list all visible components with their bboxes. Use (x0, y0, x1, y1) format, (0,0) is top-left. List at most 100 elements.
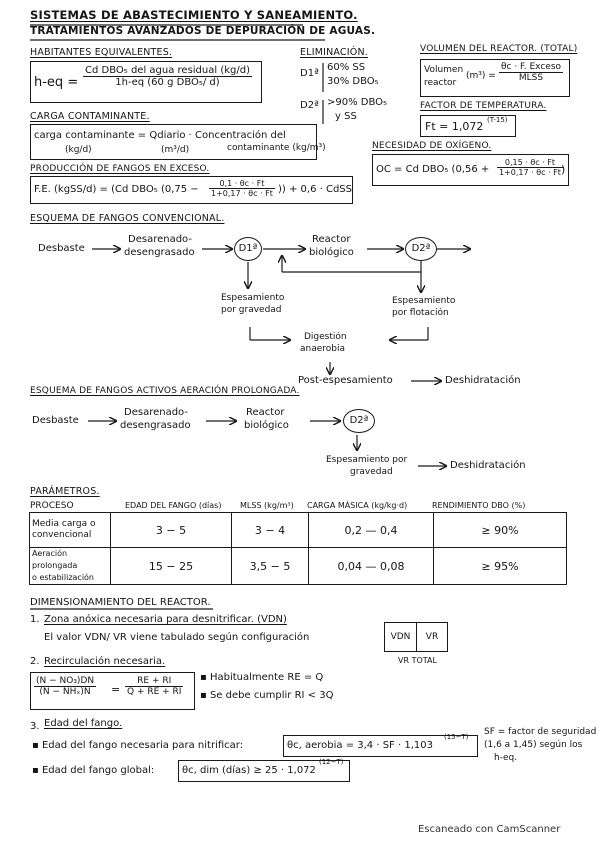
vr-box-label: VR TOTAL (398, 656, 437, 665)
esquema1-reactor-1: Reactor (312, 234, 351, 245)
dim-bullet2: ▪ Se debe cumplir RI < 3Q (200, 690, 334, 701)
param-col-carga: CARGA MÁSICA (kg/kg·d) (307, 501, 408, 510)
dim-item3-num: 3. (30, 721, 40, 732)
param-col-edad: EDAD DEL FANGO (días) (125, 501, 222, 510)
esquema2-reactor-1: Reactor (246, 407, 285, 418)
oxigeno-numerator: 0,15 · θc · Ft (497, 158, 563, 168)
fangos-numerator: 0,1 · θc · Ft (209, 179, 275, 189)
recirc-left-den: (N − NHₓ)N (39, 687, 91, 697)
carga-right: contaminante (kg/m³) (227, 143, 326, 153)
dim-edad-necesaria: ▪ Edad del fango necesaria para nitrific… (32, 740, 244, 751)
param-row1-proceso-2: convencional (32, 530, 92, 540)
habitantes-numerator: Cd DBO₅ del agua residual (kg/d) (83, 65, 252, 77)
dim-item1-title: Zona anóxica necesaria para desnitrifica… (44, 614, 287, 625)
esquema2-reactor-2: biológico (244, 420, 289, 431)
eliminacion-d2-label: D2ª (300, 100, 319, 111)
vr-box-vr: VR (425, 632, 439, 642)
esquema1-esp-grav-1: Espesamiento (221, 293, 285, 303)
dim-item1-num: 1. (30, 614, 40, 625)
eliminacion-d1-label: D1ª (300, 68, 319, 79)
page-title: SISTEMAS DE ABASTECIMIENTO Y SANEAMIENTO… (30, 8, 358, 22)
factor-formula: Ft = 1,072 (425, 120, 484, 133)
eliminacion-heading: ELIMINACIÓN. (300, 47, 368, 58)
esquema2-esp-2: gravedad (350, 467, 393, 477)
volumen-fraction: θc · F. Exceso MLSS (499, 62, 564, 83)
esquema1-d1-label: D1ª (238, 243, 258, 254)
eliminacion-d1-line2: 30% DBO₅ (327, 76, 379, 87)
oxigeno-fraction: 0,15 · θc · Ft 1+0,17 · θc · Ft (497, 157, 563, 177)
esquema2-esp-1: Espesamiento por (326, 455, 408, 465)
oxigeno-denominator: 1+0,17 · θc · Ft (499, 168, 561, 177)
esquema1-desarenado-1: Desarenado- (128, 234, 192, 245)
param-row1-proceso-1: Media carga o (32, 519, 96, 529)
esquema2-desarenado-1: Desarenado- (124, 407, 188, 418)
esquema1-digestion-1: Digestión (304, 332, 347, 342)
volumen-lhs-line1: Volumen (424, 65, 464, 75)
carga-left: carga contaminante = Qdiario · Concentra… (34, 130, 286, 141)
esquema2-d2-label: D2ª (349, 415, 369, 426)
sf-note-3: h-eq. (494, 753, 518, 763)
oxigeno-formula-box: OC = Cd DBO₅ (0,56 + 0,15 · θc · Ft 1+0,… (372, 154, 569, 186)
recirc-eq: = (111, 683, 121, 696)
fangos-heading: PRODUCCIÓN DE FANGOS EN EXCESO. (30, 164, 210, 174)
param-col-rendimiento: RENDIMIENTO DBO (%) (432, 501, 526, 510)
oxigeno-heading: NECESIDAD DE OXÍGENO. (372, 141, 492, 151)
esquema2-heading: ESQUEMA DE FANGOS ACTIVOS AERACIÓN PROLO… (30, 386, 300, 396)
volumen-formula-box: Volumen reactor (m³) = θc · F. Exceso ML… (420, 59, 570, 97)
recirc-left-num: (N − NO₃)DN (34, 676, 97, 687)
edad-global-formula: θc, dim (días) ≥ 25 · 1,072 (182, 765, 316, 776)
param-row1-rend: ≥ 90% (433, 512, 567, 548)
volumen-numerator: θc · F. Exceso (499, 62, 564, 73)
habitantes-denominator: 1h-eq (60 g DBO₅/ d) (115, 77, 220, 88)
factor-heading: FACTOR DE TEMPERATURA. (420, 101, 547, 111)
recirc-right-den: Q + RE + RI (127, 687, 182, 697)
table-row: Media carga o convencional 3 − 5 3 − 4 0… (29, 512, 567, 548)
recirculacion-formula-box: (N − NO₃)DN (N − NHₓ)N = RE + RI Q + RE … (30, 672, 195, 710)
dim-edad-global: ▪ Edad del fango global: (32, 765, 155, 776)
factor-exponent: (T-15) (487, 116, 508, 124)
carga-formula-box: carga contaminante = Qdiario · Concentra… (30, 124, 326, 160)
habitantes-formula-box: h-eq = Cd DBO₅ del agua residual (kg/d) … (30, 61, 262, 103)
carga-unit1: (kg/d) (65, 145, 92, 155)
edad-necesaria-exp: (15−T) (444, 733, 469, 741)
sf-note-1: SF = factor de seguridad (484, 727, 597, 737)
esquema1-heading: ESQUEMA DE FANGOS CONVENCIONAL. (30, 213, 225, 224)
param-row1-edad: 3 − 5 (110, 512, 232, 548)
esquema2-desbaste: Desbaste (32, 415, 79, 426)
eliminacion-d1-line1: 60% SS (327, 62, 366, 73)
edad-necesaria-box: θc, aerobia = 3,4 · SF · 1,103 (15−T) (283, 733, 478, 757)
esquema2-deshidratacion: Deshidratación (450, 460, 526, 471)
habitantes-heading: HABITANTES EQUIVALENTES. (30, 47, 173, 58)
carga-heading: CARGA CONTAMINANTE. (30, 111, 150, 122)
esquema1-esp-flot-1: Espesamiento (392, 296, 456, 306)
oxigeno-formula: OC = Cd DBO₅ (0,56 + (376, 164, 490, 175)
esquema1-desbaste: Desbaste (38, 243, 85, 254)
esquema2-d2-circle: D2ª (343, 409, 375, 433)
esquema1-digestion-2: anaerobia (300, 344, 346, 354)
habitantes-lhs: h-eq = (34, 75, 79, 90)
esquema1-reactor-2: biológico (309, 247, 354, 258)
param-col-proceso: PROCESO (30, 501, 74, 511)
recirc-left-fraction: (N − NO₃)DN (N − NHₓ)N (34, 676, 97, 697)
volumen-denominator: MLSS (518, 73, 544, 83)
param-row2-carga: 0,04 — 0,08 (308, 547, 434, 585)
param-row2-proceso-2: o estabilización (32, 573, 94, 582)
parametros-heading: PARÁMETROS. (30, 486, 100, 497)
fangos-formula-box: F.E. (kgSS/d) = (Cd DBO₅ (0,75 − 0,1 · θ… (30, 176, 353, 204)
carga-unit2: (m³/d) (161, 145, 190, 155)
table-row: Aeración prolongada o estabilización 15 … (29, 547, 567, 585)
scanner-watermark: Escaneado con CamScanner (418, 824, 561, 835)
oxigeno-close: ) (561, 163, 566, 176)
recirc-right-num: RE + RI (125, 676, 184, 687)
fangos-fraction: 0,1 · θc · Ft 1+0,17 · θc · Ft (209, 178, 275, 198)
param-row1-proceso: Media carga o convencional (29, 512, 111, 548)
param-row2-proceso-1: Aeración prolongada (32, 549, 78, 570)
esquema1-d2-circle: D2ª (405, 237, 437, 261)
param-row2-proceso: Aeración prolongada o estabilización (29, 547, 111, 585)
esquema1-post: Post-espesamiento (298, 375, 393, 386)
param-row2-rend: ≥ 95% (433, 547, 567, 585)
dim-bullet1: ▪ Habitualmente RE = Q (200, 672, 324, 683)
vr-box-vdn: VDN (385, 623, 417, 651)
dim-item2-num: 2. (30, 656, 40, 667)
